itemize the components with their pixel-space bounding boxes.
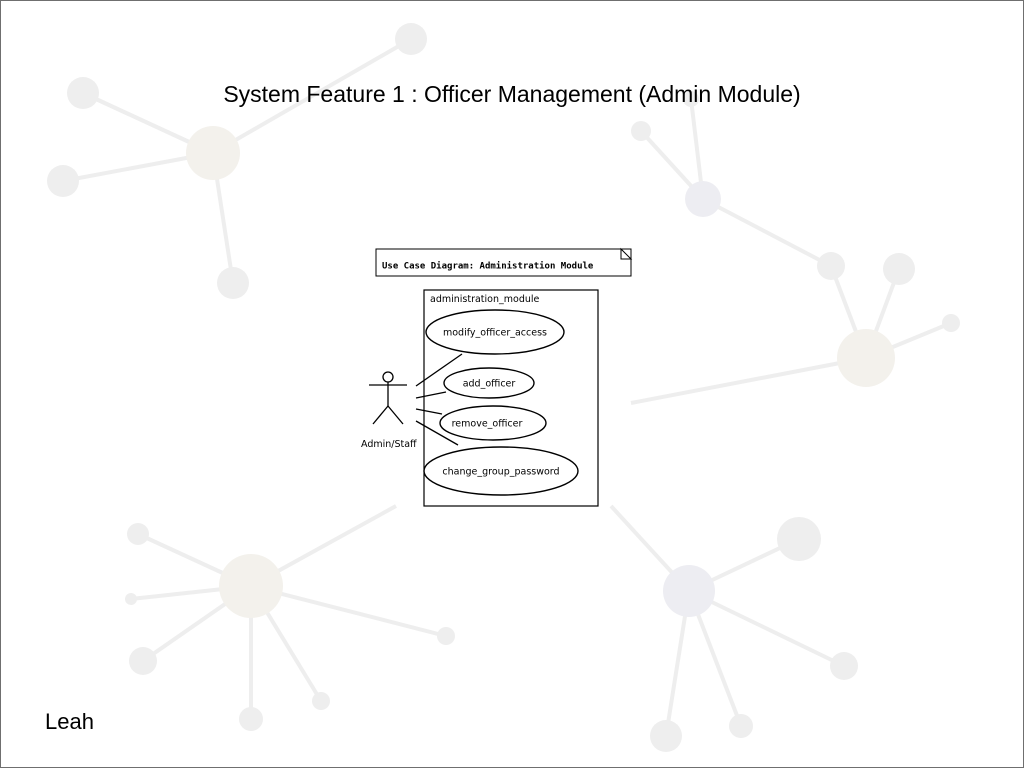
use-case-modify-officer-access: modify_officer_access	[425, 309, 565, 355]
actor-admin-staff: Admin/Staff	[361, 371, 417, 450]
use-case-remove-officer: remove_officer	[439, 405, 547, 441]
use-case-label: add_officer	[463, 379, 516, 390]
diagram-note: Use Case Diagram: Administration Module	[375, 247, 633, 277]
slide-title: System Feature 1 : Officer Management (A…	[223, 81, 801, 107]
author-name: Leah	[45, 709, 94, 734]
use-case-add-officer: add_officer	[443, 367, 535, 399]
system-boundary-label: administration_module	[430, 294, 540, 305]
association-lines	[415, 353, 463, 446]
use-case-label: modify_officer_access	[443, 328, 547, 339]
use-case-diagram: Use Case Diagram: Administration Module …	[361, 247, 633, 507]
actor-label: Admin/Staff	[361, 439, 417, 450]
use-case-label: remove_officer	[452, 419, 523, 430]
background-nodes	[47, 23, 960, 752]
diagram-note-text: Use Case Diagram: Administration Module	[382, 261, 594, 272]
use-case-change-group-password: change_group_password	[423, 446, 579, 496]
use-case-label: change_group_password	[442, 467, 559, 478]
